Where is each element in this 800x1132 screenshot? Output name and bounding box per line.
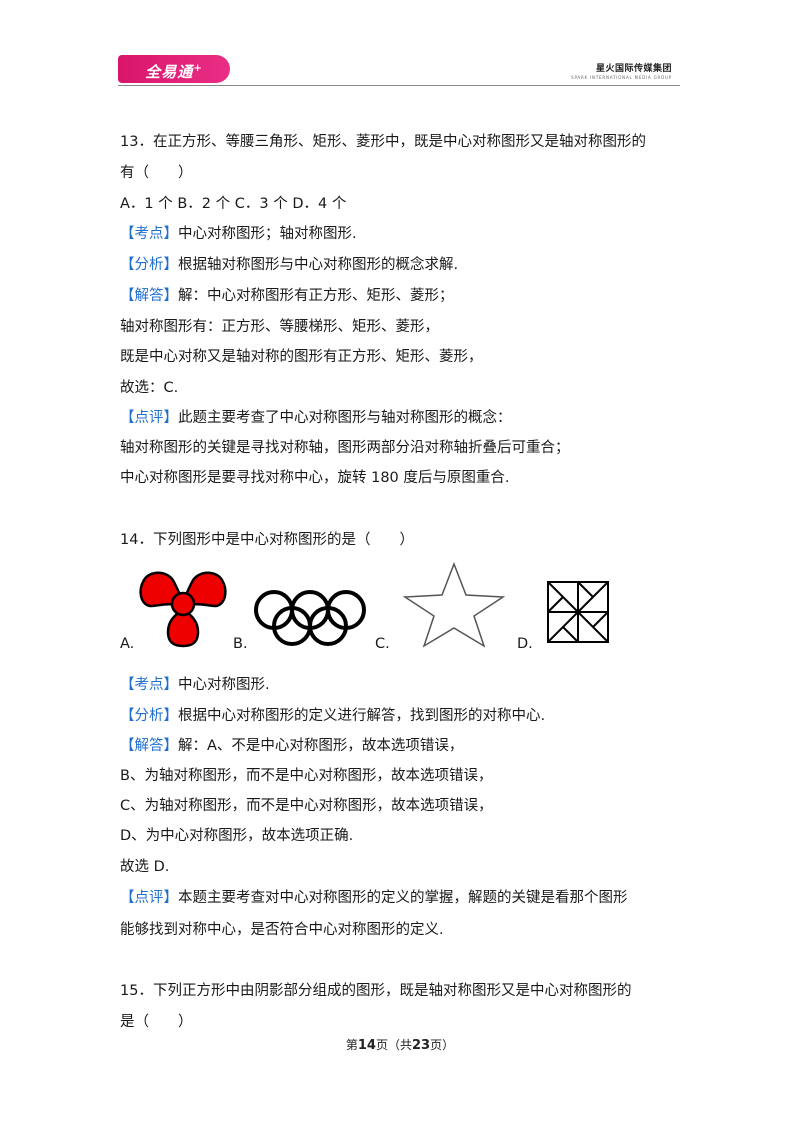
fenxi-tag: 【分析】 (120, 708, 178, 724)
q13-kaodian: 【考点】中心对称图形；轴对称图形. (120, 222, 357, 243)
q13-answer-line3: 既是中心对称又是轴对称的图形有正方形、矩形、菱形， (120, 349, 483, 365)
brand: 星火国际传媒集团 SPARK INTERNATIONAL MEDIA GROUP (571, 61, 672, 80)
figure-a-flower (139, 571, 227, 648)
q14-dianping: 【点评】本题主要考查对中心对称图形的定义的掌握，解题的关键是看那个图形 (120, 886, 628, 907)
footer-mid: 页（共 (375, 1038, 412, 1052)
jieda-tag: 【解答】 (120, 738, 178, 754)
q15-stem-line2: 是（ ） (120, 1014, 193, 1030)
q13-dianping: 【点评】此题主要考查了中心对称图形与轴对称图形的概念： (120, 406, 512, 427)
q14-answer-line5: 故选 D. (120, 859, 170, 875)
q15-stem-line1: 15．下列正方形中由阴影部分组成的图形，既是轴对称图形又是中心对称图形的 (120, 983, 632, 999)
dianping-text: 本题主要考查对中心对称图形的定义的掌握，解题的关键是看那个图形 (178, 890, 628, 906)
fenxi-tag: 【分析】 (120, 257, 178, 273)
jieda-text: 解：A、不是中心对称图形，故本选项错误， (178, 738, 464, 754)
kaodian-tag: 【考点】 (120, 677, 178, 693)
q14-fenxi: 【分析】根据中心对称图形的定义进行解答，找到图形的对称中心. (120, 704, 545, 725)
q13-stem-line1: 13．在正方形、等腰三角形、矩形、菱形中，既是中心对称图形又是轴对称图形的 (120, 134, 646, 150)
q13-jieda: 【解答】解：中心对称图形有正方形、矩形、菱形； (120, 284, 454, 305)
kaodian-text: 中心对称图形；轴对称图形. (178, 226, 357, 242)
logo-text: 全易通 (145, 63, 194, 81)
figure-d-pinwheel (547, 581, 609, 643)
logo: 全易通+ (118, 55, 230, 83)
q13-options: A．1 个 B．2 个 C．3 个 D．4 个 (120, 196, 347, 212)
figure-label-d: D. (517, 636, 533, 652)
q14-answer-line4: D、为中心对称图形，故本选项正确. (120, 828, 354, 844)
q13-answer-line2: 轴对称图形有：正方形、等腰梯形、矩形、菱形， (120, 319, 439, 335)
brand-subtitle: SPARK INTERNATIONAL MEDIA GROUP (571, 75, 672, 80)
total-pages: 23 (412, 1038, 431, 1053)
dianping-tag: 【点评】 (120, 890, 178, 906)
q13-stem-line2: 有（ ） (120, 165, 193, 181)
q14-answer-line3: C、为轴对称图形，而不是中心对称图形，故本选项错误， (120, 798, 493, 814)
q13-fenxi: 【分析】根据轴对称图形与中心对称图形的概念求解. (120, 253, 458, 274)
q14-stem: 14．下列图形中是中心对称图形的是（ ） (120, 532, 414, 548)
page-footer: 第14页（共23页） (0, 1036, 800, 1053)
figure-b-olympic-rings (254, 590, 366, 646)
q14-comment-line6: 能够找到对称中心，是否符合中心对称图形的定义. (120, 922, 444, 938)
dianping-text: 此题主要考查了中心对称图形与轴对称图形的概念： (178, 410, 512, 426)
header-divider (118, 85, 680, 86)
q14-kaodian: 【考点】中心对称图形. (120, 673, 270, 694)
figure-label-a: A. (120, 636, 135, 652)
jieda-text: 解：中心对称图形有正方形、矩形、菱形； (178, 288, 454, 304)
fenxi-text: 根据中心对称图形的定义进行解答，找到图形的对称中心. (178, 708, 546, 724)
fenxi-text: 根据轴对称图形与中心对称图形的概念求解. (178, 257, 459, 273)
current-page-number: 14 (357, 1038, 376, 1053)
jieda-tag: 【解答】 (120, 288, 178, 304)
footer-prefix: 第 (345, 1038, 358, 1052)
figure-c-star (402, 561, 506, 648)
figure-label-c: C. (375, 636, 390, 652)
figure-label-b: B. (233, 636, 248, 652)
page-header: 全易通+ 星火国际传媒集团 SPARK INTERNATIONAL MEDIA … (118, 55, 680, 87)
dianping-tag: 【点评】 (120, 410, 178, 426)
q14-jieda: 【解答】解：A、不是中心对称图形，故本选项错误， (120, 734, 463, 755)
q13-comment-line5: 轴对称图形的关键是寻找对称轴，图形两部分沿对称轴折叠后可重合； (120, 440, 570, 456)
kaodian-text: 中心对称图形. (178, 677, 270, 693)
footer-suffix: 页） (430, 1038, 455, 1052)
q14-answer-line2: B、为轴对称图形，而不是中心对称图形，故本选项错误， (120, 768, 493, 784)
q13-comment-line6: 中心对称图形是要寻找对称中心，旋转 180 度后与原图重合. (120, 470, 510, 486)
brand-name: 星火国际传媒集团 (595, 64, 672, 74)
logo-plus: + (193, 63, 203, 74)
kaodian-tag: 【考点】 (120, 226, 178, 242)
q14-figures: A. B. C. D. (120, 556, 620, 656)
q13-answer-line4: 故选：C. (120, 380, 179, 396)
